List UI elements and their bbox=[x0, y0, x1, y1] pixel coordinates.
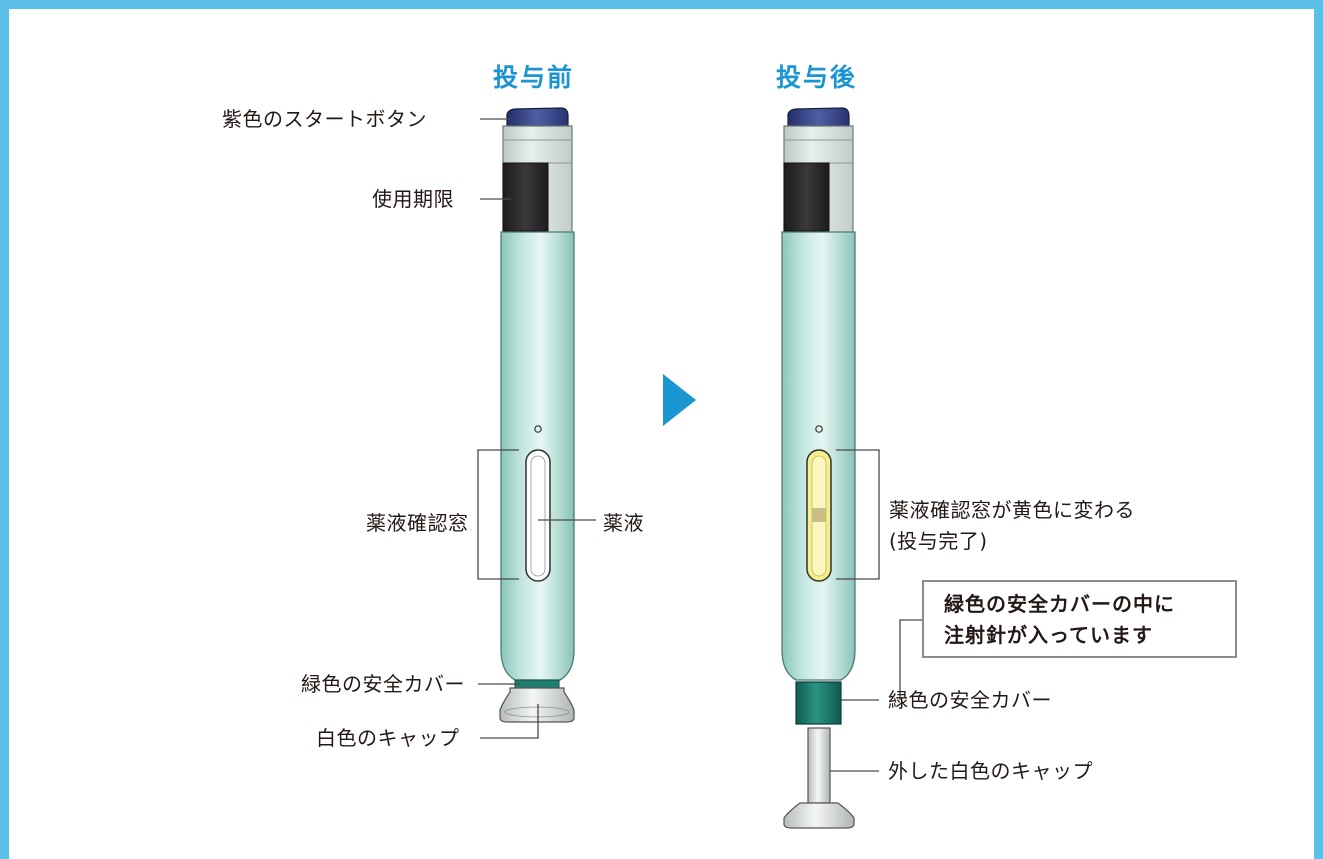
pen-after bbox=[781, 107, 856, 829]
label-safety-cover-before: 緑色の安全カバー bbox=[301, 672, 465, 696]
label-cap: 白色のキャップ bbox=[316, 726, 460, 750]
window-before bbox=[525, 449, 551, 582]
pen-before bbox=[499, 107, 575, 723]
needle-callout: 緑色の安全カバーの中に 注射針が入っています bbox=[922, 580, 1237, 658]
header-before: 投与前 bbox=[493, 63, 575, 92]
cap-before bbox=[499, 687, 575, 723]
expiry-label-after bbox=[783, 162, 830, 232]
expiry-label-before bbox=[502, 162, 549, 232]
callout-line2: 注射針が入っています bbox=[944, 623, 1153, 647]
arrow-icon bbox=[663, 374, 696, 426]
removed-cap-base bbox=[783, 802, 855, 829]
leader-lines-after bbox=[830, 449, 922, 772]
label-window-after-line1: 薬液確認窓が黄色に変わる bbox=[889, 498, 1135, 522]
label-liquid: 薬液 bbox=[603, 511, 644, 535]
start-button-after bbox=[787, 107, 850, 127]
safety-cover-after bbox=[795, 681, 842, 725]
label-safety-cover-after: 緑色の安全カバー bbox=[888, 688, 1052, 712]
label-start-button: 紫色のスタートボタン bbox=[222, 107, 427, 131]
safety-cover-before bbox=[514, 679, 560, 689]
removed-cap-stem bbox=[807, 727, 831, 804]
label-window-after-line2: (投与完了) bbox=[889, 529, 988, 553]
label-window-after: 薬液確認窓が黄色に変わる (投与完了) bbox=[889, 495, 1135, 557]
callout-line1: 緑色の安全カバーの中に bbox=[944, 592, 1175, 616]
leader-lines-before bbox=[477, 118, 596, 739]
header-after: 投与後 bbox=[776, 63, 858, 92]
label-window: 薬液確認窓 bbox=[366, 511, 469, 535]
label-removed-cap: 外した白色のキャップ bbox=[888, 759, 1093, 783]
start-button-before bbox=[506, 107, 569, 127]
label-expiry: 使用期限 bbox=[372, 187, 454, 211]
